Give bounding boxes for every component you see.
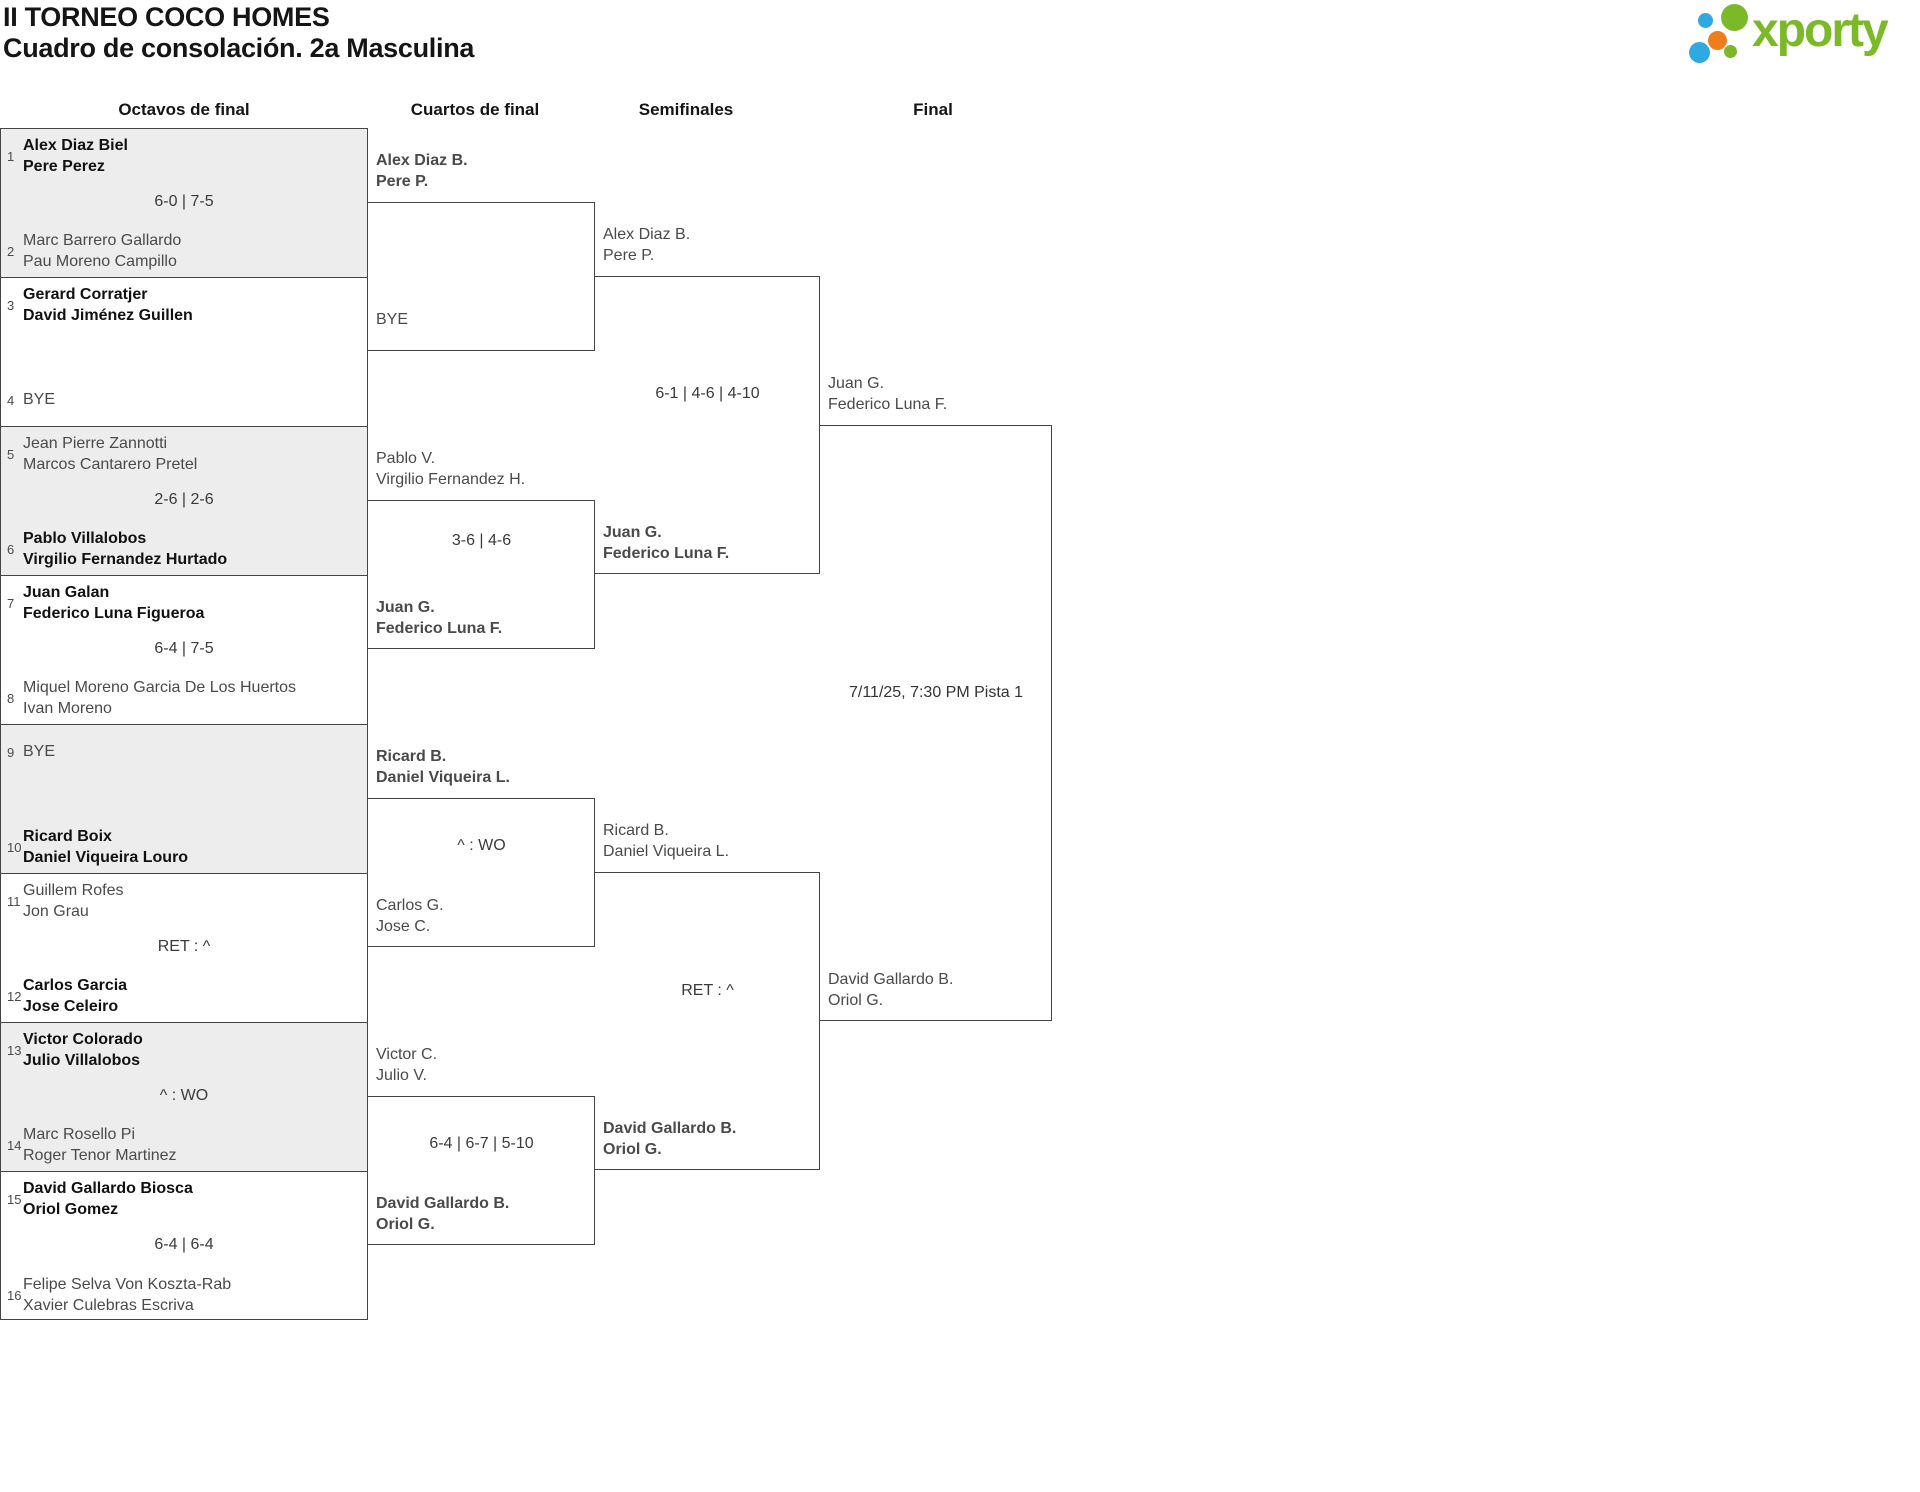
connector-sf-2	[595, 872, 820, 1170]
match-score: 6-4 | 6-4	[154, 1236, 214, 1253]
qf3-team2: Carlos G. Jose C.	[376, 897, 444, 935]
seed-number: 13	[7, 1042, 22, 1058]
round-header-semifinales: Semifinales	[638, 100, 734, 119]
round-of-16-column: 1 Alex Diaz Biel Pere Perez 6-0 | 7-5 2 …	[0, 128, 368, 1320]
team-pair: Juan Galan Federico Luna Figueroa	[23, 584, 205, 622]
qf4-score: 6-4 | 6-7 | 5-10	[429, 1135, 534, 1152]
match-score: 6-0 | 7-5	[154, 193, 214, 210]
final-team1: Juan G. Federico Luna F.	[828, 375, 948, 413]
logo-dot-blue-small-icon	[1698, 13, 1713, 28]
team-pair-bye: BYE	[23, 391, 56, 408]
sf2-team2: David Gallardo B. Oriol G.	[603, 1120, 737, 1158]
qf3-team1: Ricard B. Daniel Viqueira L.	[376, 748, 510, 786]
team-pair: Marc Barrero Gallardo Pau Moreno Campill…	[23, 232, 182, 270]
team-pair: Alex Diaz Biel Pere Perez	[23, 137, 128, 175]
sf1-team1: Alex Diaz B. Pere P.	[603, 226, 691, 264]
logo-dot-green-large-icon	[1721, 4, 1748, 31]
team-pair: Miquel Moreno Garcia De Los Huertos Ivan…	[23, 679, 297, 717]
seed-number: 8	[7, 690, 15, 706]
team-pair: Jean Pierre Zannotti Marcos Cantarero Pr…	[23, 435, 198, 473]
team-pair: Pablo Villalobos Virgilio Fernandez Hurt…	[23, 530, 228, 568]
seed-number: 7	[7, 595, 15, 611]
match-score: ^ : WO	[159, 1087, 209, 1104]
tournament-title: II TORNEO COCO HOMES	[3, 2, 330, 32]
round-header-cuartos: Cuartos de final	[410, 100, 540, 119]
team-pair: Carlos Garcia Jose Celeiro	[23, 977, 128, 1015]
match-r16-4: 7 Juan Galan Federico Luna Figueroa 6-4 …	[1, 576, 367, 725]
connector-qf-1	[368, 202, 595, 351]
connector-qf-2	[368, 500, 595, 649]
logo-dot-blue-large-icon	[1689, 42, 1710, 63]
round-header-octavos: Octavos de final	[118, 100, 250, 119]
final-schedule: 7/11/25, 7:30 PM Pista 1	[848, 684, 1024, 701]
match-r16-1: 1 Alex Diaz Biel Pere Perez 6-0 | 7-5 2 …	[1, 129, 367, 278]
team-pair: Guillem Rofes Jon Grau	[23, 882, 124, 920]
team-pair: Victor Colorado Julio Villalobos	[23, 1031, 143, 1069]
connector-qf-3	[368, 798, 595, 947]
qf1-team2-bye: BYE	[376, 311, 409, 328]
sf2-score: RET : ^	[681, 982, 734, 999]
seed-number: 2	[7, 243, 15, 259]
match-score: 6-4 | 7-5	[154, 640, 214, 657]
team-pair: Felipe Selva Von Koszta-Rab Xavier Culeb…	[23, 1276, 232, 1314]
match-score: RET : ^	[157, 938, 211, 955]
match-r16-6: 11 Guillem Rofes Jon Grau RET : ^ 12 Car…	[1, 874, 367, 1023]
qf4-team2: David Gallardo B. Oriol G.	[376, 1195, 510, 1233]
match-score: 2-6 | 2-6	[154, 491, 214, 508]
qf2-team2: Juan G. Federico Luna F.	[376, 599, 503, 637]
sf2-team1: Ricard B. Daniel Viqueira L.	[603, 822, 730, 860]
qf4-team1: Victor C. Julio V.	[376, 1046, 438, 1084]
seed-number: 9	[7, 744, 15, 760]
final-team2: David Gallardo B. Oriol G.	[828, 971, 954, 1009]
qf2-score: 3-6 | 4-6	[451, 532, 512, 549]
connector-sf-1	[595, 276, 820, 574]
logo-dot-orange-icon	[1708, 31, 1727, 50]
qf3-score: ^ : WO	[457, 837, 506, 854]
sf1-team2: Juan G. Federico Luna F.	[603, 524, 730, 562]
match-r16-2: 3 Gerard Corratjer David Jiménez Guillen…	[1, 278, 367, 427]
match-r16-3: 5 Jean Pierre Zannotti Marcos Cantarero …	[1, 427, 367, 576]
connector-final	[820, 425, 1052, 1021]
team-pair: Marc Rosello Pi Roger Tenor Martinez	[23, 1126, 177, 1164]
seed-number: 3	[7, 297, 15, 313]
seed-number: 12	[7, 988, 22, 1004]
seed-number: 11	[7, 893, 21, 909]
match-r16-8: 15 David Gallardo Biosca Oriol Gomez 6-4…	[1, 1172, 367, 1321]
team-pair-bye: BYE	[23, 743, 56, 760]
match-r16-5: 9 BYE 10 Ricard Boix Daniel Viqueira Lou…	[1, 725, 367, 874]
bracket-subtitle: Cuadro de consolación. 2a Masculina	[3, 33, 475, 63]
seed-number: 16	[7, 1287, 22, 1303]
seed-number: 6	[7, 541, 15, 557]
qf2-team1: Pablo V. Virgilio Fernandez H.	[376, 450, 526, 488]
team-pair: Gerard Corratjer David Jiménez Guillen	[23, 286, 193, 324]
sf1-score: 6-1 | 4-6 | 4-10	[655, 385, 760, 402]
seed-number: 1	[7, 148, 15, 164]
qf1-team1: Alex Diaz B. Pere P.	[376, 152, 468, 190]
seed-number: 14	[7, 1137, 22, 1153]
round-header-final: Final	[913, 100, 953, 119]
logo-text: xporty	[1752, 4, 1889, 57]
team-pair: Ricard Boix Daniel Viqueira Louro	[23, 828, 189, 866]
seed-number: 5	[7, 446, 15, 462]
seed-number: 10	[7, 839, 22, 855]
seed-number: 15	[7, 1191, 22, 1207]
logo-dot-green-small-icon	[1724, 45, 1737, 58]
connector-qf-4	[368, 1096, 595, 1245]
team-pair: David Gallardo Biosca Oriol Gomez	[23, 1180, 193, 1218]
match-r16-7: 13 Victor Colorado Julio Villalobos ^ : …	[1, 1023, 367, 1172]
seed-number: 4	[7, 392, 15, 408]
